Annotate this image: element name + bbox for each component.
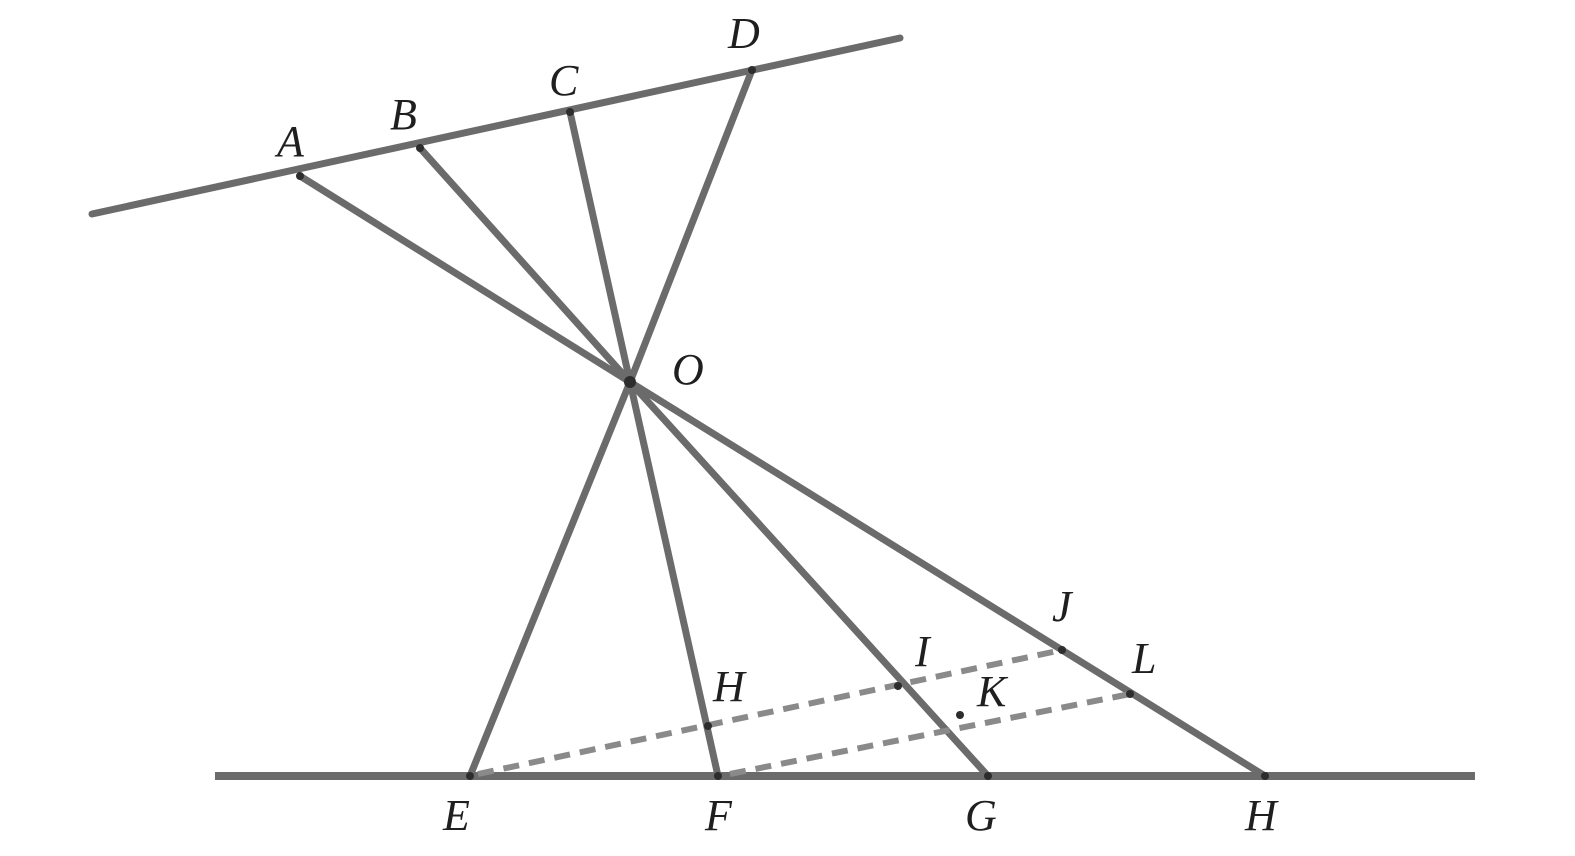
point-j xyxy=(1058,646,1066,654)
label-c: C xyxy=(549,56,579,105)
label-d: D xyxy=(727,9,760,58)
label-b: B xyxy=(390,90,417,139)
point-a xyxy=(296,172,304,180)
point-d xyxy=(748,66,756,74)
point-h-mid xyxy=(704,722,712,730)
ray-o-g xyxy=(626,378,992,780)
label-h-mid: H xyxy=(712,662,747,711)
point-k xyxy=(956,711,964,719)
point-g xyxy=(984,772,992,780)
label-k: K xyxy=(976,667,1009,716)
ray-o-e xyxy=(466,378,634,780)
dashed-line-f-l xyxy=(729,691,1131,777)
ray-o-h xyxy=(626,378,1269,780)
top-line xyxy=(88,34,904,218)
label-h-bottom: H xyxy=(1244,791,1279,840)
label-l: L xyxy=(1131,634,1156,683)
dashed-line-e-j xyxy=(477,647,1063,777)
point-h-bottom xyxy=(1261,772,1269,780)
ray-d-o xyxy=(626,66,756,386)
label-i: I xyxy=(914,627,932,676)
ray-o-f xyxy=(626,378,722,780)
point-f xyxy=(714,772,722,780)
point-i xyxy=(894,682,902,690)
point-b xyxy=(416,144,424,152)
point-l xyxy=(1126,690,1134,698)
point-e xyxy=(466,772,474,780)
point-o xyxy=(624,376,636,388)
label-o: O xyxy=(672,345,704,394)
label-g: G xyxy=(965,791,997,840)
ray-b-o xyxy=(416,144,634,386)
label-e: E xyxy=(442,791,470,840)
label-a: A xyxy=(274,117,305,166)
point-c xyxy=(566,108,574,116)
label-j: J xyxy=(1052,582,1074,631)
ray-a-o xyxy=(296,172,634,386)
label-f: F xyxy=(704,791,733,840)
ray-c-o xyxy=(566,108,634,386)
